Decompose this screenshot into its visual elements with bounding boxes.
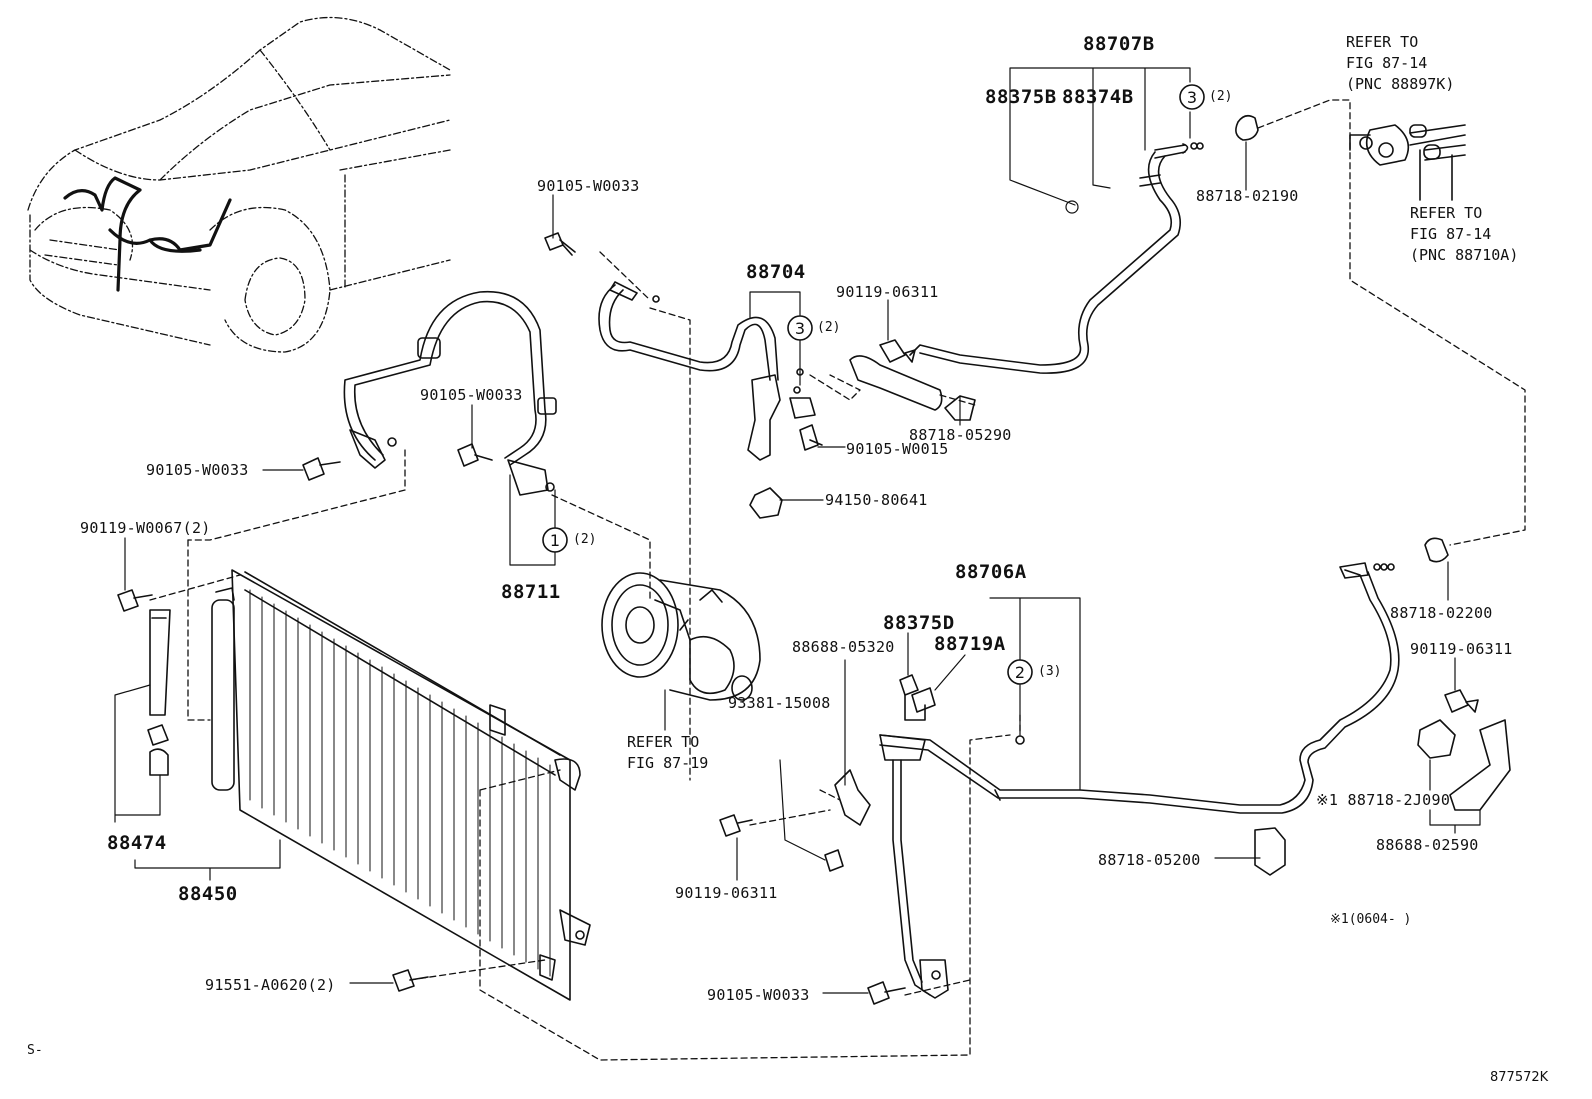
refer-right-line1: REFER TO <box>1410 204 1483 222</box>
refer-top-line3: (PNC 88897K) <box>1346 75 1455 93</box>
label-88704: 88704 <box>746 261 806 283</box>
label-93381-15008: 93381-15008 <box>728 694 831 712</box>
label-88688-02590: 88688-02590 <box>1376 836 1479 854</box>
label-88375d: 88375D <box>883 612 955 634</box>
qty-3-mid: (2) <box>817 320 841 335</box>
qty-2: (3) <box>1038 664 1062 679</box>
label-90105-w0033-c: 90105-W0033 <box>420 386 523 404</box>
hose-88711 <box>343 290 557 496</box>
qty-3-top: (2) <box>1209 89 1233 104</box>
bolt-90119-w0067 <box>117 589 153 612</box>
label-88707b: 88707B <box>1083 33 1155 55</box>
vehicle-ac-lines <box>63 176 232 292</box>
bolt-90105-w0033-c <box>457 443 493 467</box>
label-88718-05200: 88718-05200 <box>1098 851 1201 869</box>
fitting-refer-87-14 <box>1349 124 1466 201</box>
bracket-88688-02590 <box>1449 719 1511 811</box>
hose-88704 <box>598 281 816 461</box>
label-90105-w0033-d: 90105-W0033 <box>707 986 810 1004</box>
receiver-88474 <box>147 609 171 776</box>
bolt-93381-15008 <box>824 849 844 872</box>
label-90119-06311-c: 90119-06311 <box>675 884 778 902</box>
refer-right-line2: FIG 87-14 <box>1410 225 1492 243</box>
bracket-88718-2j090 <box>1417 719 1456 759</box>
clamp-88718-02200 <box>1424 537 1449 563</box>
callout-num-2: 2 <box>1015 663 1025 682</box>
vehicle-illustration <box>27 16 451 353</box>
label-88688-05320: 88688-05320 <box>792 638 895 656</box>
bolt-90119-06311-c <box>719 814 753 837</box>
refer-top-line2: FIG 87-14 <box>1346 54 1428 72</box>
label-90119-w0067: 90119-W0067(2) <box>80 519 211 537</box>
switch-90119-06311-b <box>1444 689 1479 713</box>
corner-mark: S- <box>27 1043 43 1058</box>
callout-circle-1 <box>542 527 568 553</box>
label-90105-w0033-b: 90105-W0033 <box>146 461 249 479</box>
compressor <box>601 572 761 701</box>
callout-num-1: 1 <box>550 531 560 550</box>
figure-code: 877572K <box>1490 1070 1549 1085</box>
condenser-fins <box>249 589 551 977</box>
tube-88706a <box>879 562 1400 999</box>
callout-circle-3-top <box>1179 84 1205 110</box>
note-date-range: ※1(0604- ) <box>1330 912 1412 927</box>
nut-94150-80641 <box>749 487 783 519</box>
label-94150-80641: 94150-80641 <box>825 491 928 509</box>
label-88718-02200: 88718-02200 <box>1390 604 1493 622</box>
label-88706a: 88706A <box>955 561 1027 583</box>
label-88450: 88450 <box>178 883 238 905</box>
label-90105-w0015: 90105-W0015 <box>846 440 949 458</box>
label-88375b: 88375B <box>985 86 1057 108</box>
bolt-90105-w0033-b <box>302 457 341 481</box>
label-90119-06311-a: 90119-06311 <box>836 283 939 301</box>
refer-top-line1: REFER TO <box>1346 33 1419 51</box>
qty-1: (2) <box>573 532 597 547</box>
label-90105-w0033-a: 90105-W0033 <box>537 177 640 195</box>
clamp-88718-05200 <box>1254 827 1286 876</box>
bolt-91551-a0620 <box>392 969 429 992</box>
hose-88707b <box>909 142 1204 374</box>
label-88718-02190: 88718-02190 <box>1196 187 1299 205</box>
refer-compressor-line1: REFER TO <box>627 733 700 751</box>
label-88719a: 88719A <box>934 633 1006 655</box>
leader-lines <box>114 67 1481 994</box>
label-88711: 88711 <box>501 581 561 603</box>
clamp-88718-02190 <box>1235 114 1259 141</box>
bracket-88688-05320 <box>834 769 871 826</box>
callout-num-3-mid: 3 <box>795 319 805 338</box>
bolt-90105-w0033-d <box>867 981 906 1005</box>
label-91551-a0620: 91551-A0620(2) <box>205 976 336 994</box>
bolt-90105-w0015 <box>799 424 823 451</box>
callout-num-3-top: 3 <box>1187 88 1197 107</box>
switch-90119-06311 <box>879 339 916 363</box>
label-88718-05290: 88718-05290 <box>909 426 1012 444</box>
label-88374b: 88374B <box>1062 86 1134 108</box>
refer-compressor-line2: FIG 87-19 <box>627 754 709 772</box>
label-88718-2j090: ※1 88718-2J090 <box>1316 791 1451 809</box>
bolt-90105-w0033-a <box>544 232 576 256</box>
label-90119-06311-b: 90119-06311 <box>1410 640 1513 658</box>
label-88474: 88474 <box>107 832 167 854</box>
condenser <box>211 569 591 1001</box>
switch-88375d <box>899 674 936 721</box>
refer-right-line3: (PNC 88710A) <box>1410 246 1519 264</box>
callout-circle-3-mid <box>787 315 813 341</box>
callout-circle-2 <box>1007 659 1033 685</box>
